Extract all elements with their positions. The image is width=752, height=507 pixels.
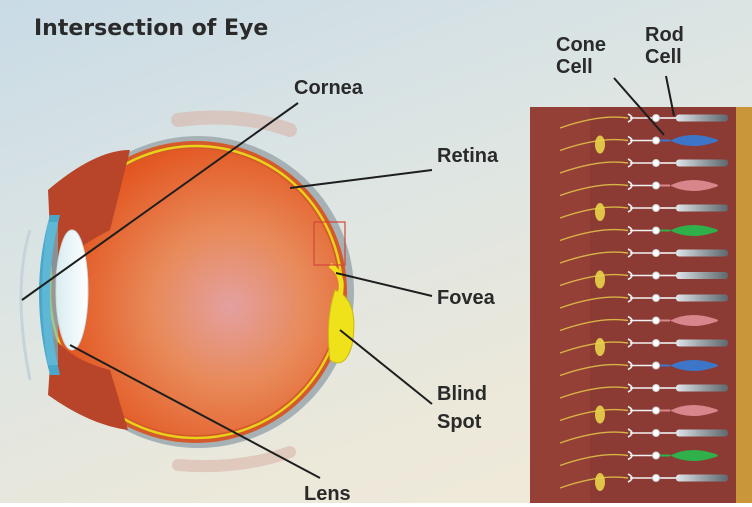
label-cone-cell-line1: Cone (556, 34, 606, 56)
label-blind-spot: Blind Spot (437, 382, 487, 435)
retina-pointer (290, 170, 432, 188)
label-cornea: Cornea (294, 76, 363, 101)
lens-shape (56, 230, 88, 350)
label-rod-cell-line2: Cell (645, 46, 684, 68)
pigment-epithelium (736, 107, 752, 503)
label-fovea: Fovea (437, 286, 495, 311)
diagram-title: Intersection of Eye (34, 16, 268, 41)
label-rod-cell: Rod Cell (645, 24, 684, 68)
label-rod-cell-line1: Rod (645, 24, 684, 46)
outer-cornea-arc (21, 230, 30, 380)
retina-panel (530, 107, 752, 503)
label-cone-cell: Cone Cell (556, 34, 606, 78)
upper-eyelid (178, 118, 290, 130)
label-lens: Lens (304, 482, 351, 507)
label-cone-cell-line2: Cell (556, 56, 606, 78)
blind-spot-pointer (340, 330, 432, 404)
label-blind-spot-line1: Blind (437, 382, 487, 407)
label-blind-spot-line2: Spot (437, 410, 487, 435)
label-retina: Retina (437, 144, 498, 169)
